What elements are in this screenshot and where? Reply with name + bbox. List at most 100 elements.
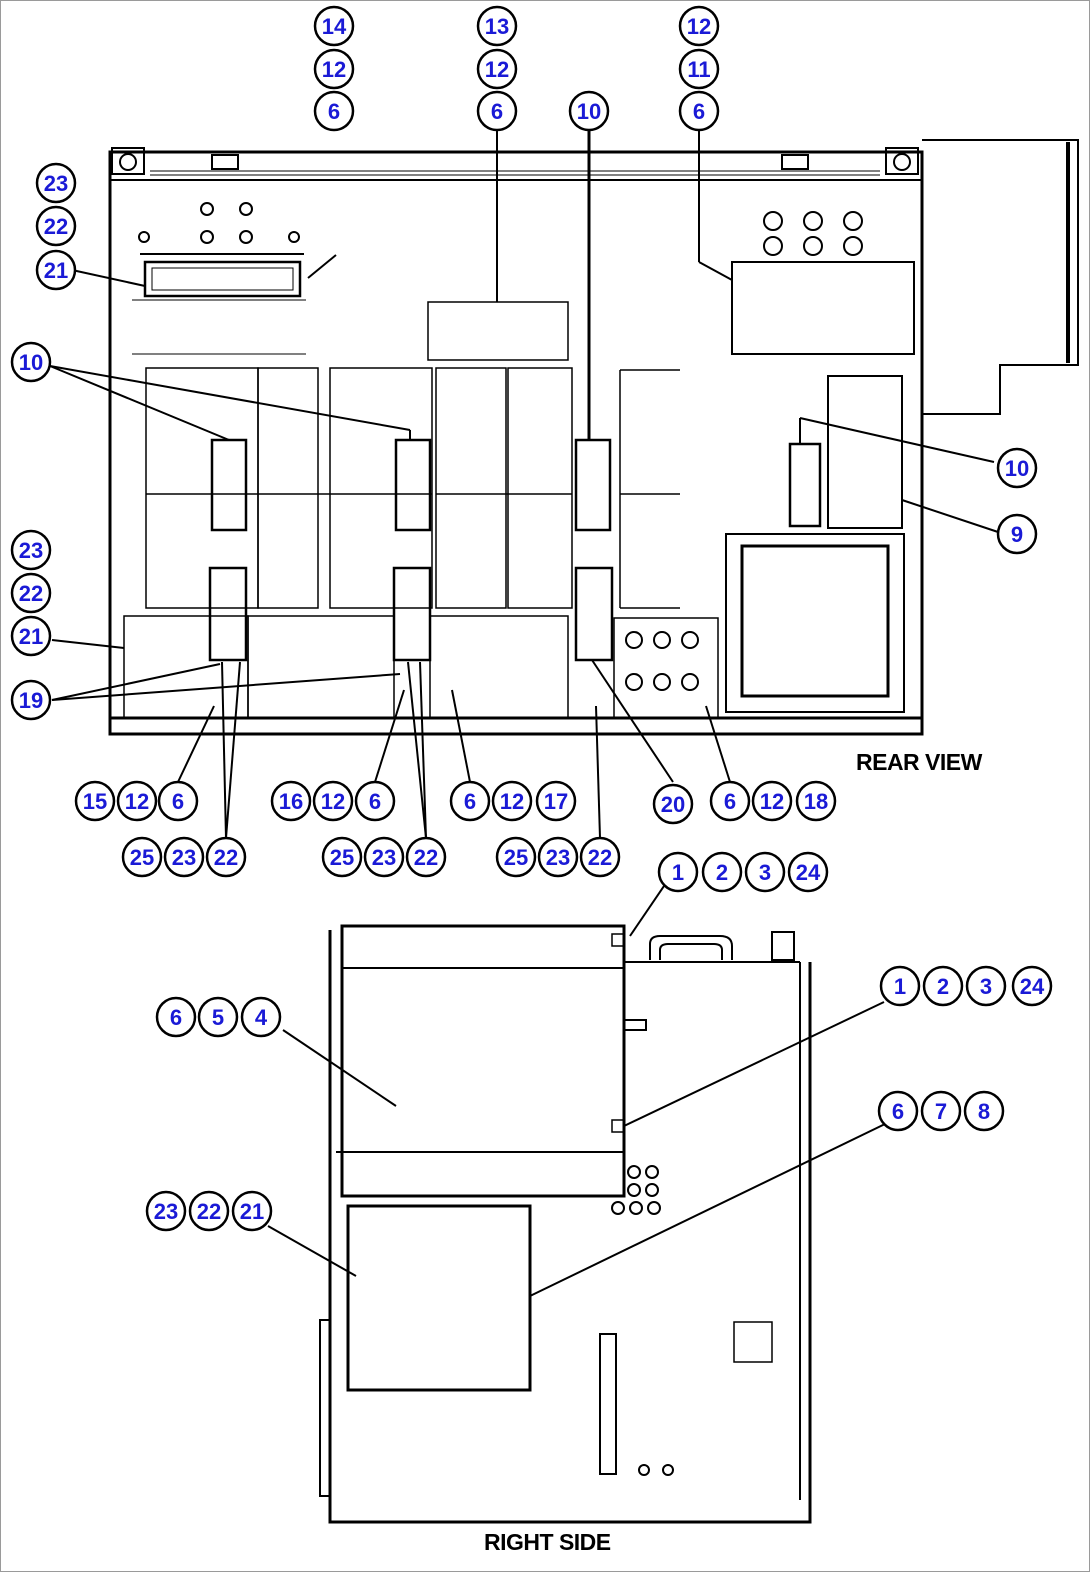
callout-c12b: 12 (476, 48, 518, 90)
callout-circle (145, 1190, 187, 1232)
callout-circle (709, 780, 751, 822)
callout-number: 11 (687, 57, 710, 82)
callout-c12g: 12 (751, 780, 793, 822)
callout-number: 21 (19, 624, 43, 649)
callout-number: 12 (500, 789, 524, 814)
callout-c6e: 6 (354, 780, 396, 822)
callout-circle (476, 90, 518, 132)
callout-circle (579, 836, 621, 878)
callout-circle (10, 341, 52, 383)
callout-c25a: 25 (121, 836, 163, 878)
callout-c14: 14 (313, 5, 355, 47)
callout-c18: 18 (795, 780, 837, 822)
callout-circle (312, 780, 354, 822)
callout-c6i: 6 (877, 1090, 919, 1132)
callout-circle (321, 836, 363, 878)
callout-number: 12 (485, 57, 509, 82)
callout-c3a: 3 (744, 851, 786, 893)
callout-circle (568, 90, 610, 132)
callout-circle (877, 1090, 919, 1132)
callout-c17: 17 (535, 780, 577, 822)
callout-c2a: 2 (701, 851, 743, 893)
callout-number: 21 (44, 258, 68, 283)
callout-circle (751, 780, 793, 822)
callout-circle (10, 529, 52, 571)
callout-number: 12 (760, 789, 784, 814)
callout-number: 12 (687, 14, 711, 39)
callout-circle (1011, 965, 1053, 1007)
callout-number: 17 (544, 789, 568, 814)
callout-circle (163, 836, 205, 878)
callout-c8: 8 (963, 1090, 1005, 1132)
callout-c10right: 10 (996, 447, 1038, 489)
callout-circle (35, 162, 77, 204)
callout-number: 22 (588, 845, 612, 870)
callout-circle (678, 48, 720, 90)
callout-number: 2 (716, 860, 728, 885)
callout-number: 6 (464, 789, 476, 814)
callout-number: 12 (322, 57, 346, 82)
callout-circle (313, 48, 355, 90)
callout-number: 22 (19, 581, 43, 606)
callout-number: 6 (172, 789, 184, 814)
callout-c12d: 12 (116, 780, 158, 822)
callout-circle (922, 965, 964, 1007)
callout-c21a: 21 (35, 249, 77, 291)
callout-c16: 16 (270, 780, 312, 822)
callout-c6f: 6 (449, 780, 491, 822)
callout-number: 15 (83, 789, 107, 814)
callout-circle (313, 5, 355, 47)
callout-number: 23 (44, 171, 68, 196)
callout-circle (963, 1090, 1005, 1132)
callout-c23c: 23 (163, 836, 205, 878)
callout-circle (354, 780, 396, 822)
callout-c13: 13 (476, 5, 518, 47)
callout-circle (363, 836, 405, 878)
callout-number: 6 (693, 99, 705, 124)
callout-c22c: 22 (205, 836, 247, 878)
right-side-drawing (319, 924, 812, 1524)
callout-c20: 20 (652, 783, 694, 825)
rear-view-drawing (108, 139, 1079, 736)
callout-circle (996, 447, 1038, 489)
callout-c24b: 24 (1011, 965, 1053, 1007)
callout-circle (491, 780, 533, 822)
callout-circle (405, 836, 447, 878)
callout-number: 23 (154, 1199, 178, 1224)
callout-c7: 7 (920, 1090, 962, 1132)
callout-number: 23 (372, 845, 396, 870)
callout-number: 7 (935, 1099, 947, 1124)
callout-number: 22 (214, 845, 238, 870)
callout-c25c: 25 (495, 836, 537, 878)
callout-circle (701, 851, 743, 893)
callout-number: 6 (491, 99, 503, 124)
callout-number: 23 (172, 845, 196, 870)
callout-circle (965, 965, 1007, 1007)
callout-c23b: 23 (10, 529, 52, 571)
callout-circle (652, 783, 694, 825)
callout-number: 10 (19, 350, 43, 375)
callout-number: 8 (978, 1099, 990, 1124)
callout-circle (205, 836, 247, 878)
callout-number: 23 (19, 538, 43, 563)
callout-circle (240, 996, 282, 1038)
callout-number: 22 (44, 214, 68, 239)
callout-c4: 4 (240, 996, 282, 1038)
callout-number: 21 (240, 1199, 264, 1224)
leader-lines (49, 124, 999, 1297)
callout-c1b: 1 (879, 965, 921, 1007)
callout-c23a: 23 (35, 162, 77, 204)
rear-view-label: REAR VIEW (856, 749, 983, 775)
callout-number: 2 (937, 974, 949, 999)
callout-circle (155, 996, 197, 1038)
callout-number: 6 (892, 1099, 904, 1124)
callout-c23d: 23 (363, 836, 405, 878)
callout-number: 16 (279, 789, 303, 814)
callout-number: 6 (369, 789, 381, 814)
callout-number: 19 (19, 688, 43, 713)
callout-circle (116, 780, 158, 822)
callout-number: 25 (130, 845, 154, 870)
callout-c12a: 12 (313, 48, 355, 90)
callout-c22f: 22 (188, 1190, 230, 1232)
callout-circle (10, 572, 52, 614)
